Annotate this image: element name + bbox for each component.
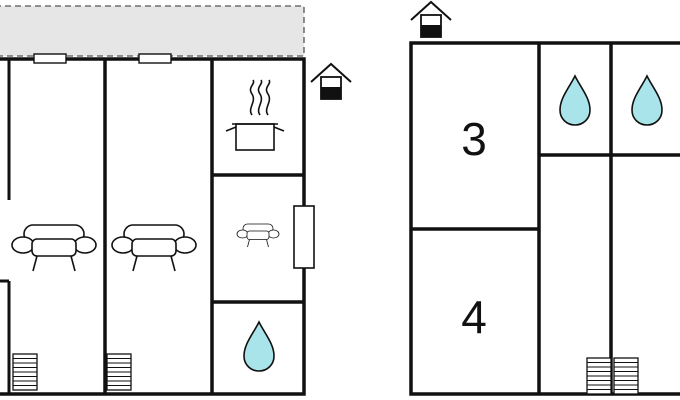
staircase-icon [586,357,612,395]
sofa-icon [11,224,97,272]
armchair-icon [236,223,280,248]
water-drop-icon [559,75,591,126]
terrace [0,5,305,57]
right-building: 3 4 [409,1,680,396]
staircase-icon [613,357,639,395]
window-middle [138,53,172,64]
window-left [33,53,67,64]
cooking-pot-icon [225,79,285,151]
sofa-icon [111,224,197,272]
house-entrance-icon [310,63,352,100]
staircase-icon [12,353,38,391]
room-label-3: 3 [461,113,487,165]
room-label-4: 4 [461,291,487,343]
water-drop-icon [631,75,663,126]
house-entrance-icon [410,1,452,38]
staircase-icon [106,353,132,391]
window-icon [293,205,315,269]
right-building-walls [409,41,680,396]
left-building [0,5,352,396]
left-edge-wall-stubs [0,59,11,394]
water-drop-icon [243,321,275,372]
